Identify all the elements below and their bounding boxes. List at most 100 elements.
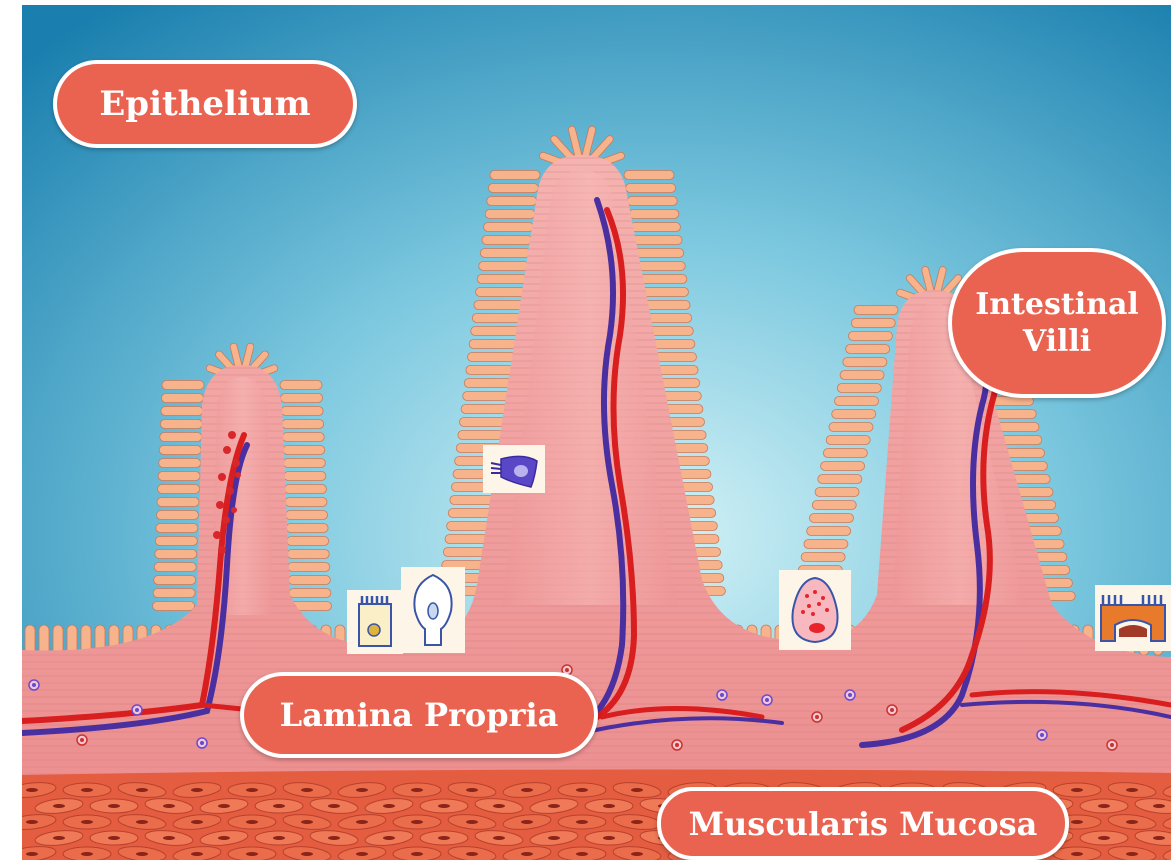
microvillus	[157, 498, 199, 507]
microvillus	[484, 223, 534, 232]
muscle-cell-nucleus	[53, 836, 65, 840]
microvillus	[159, 446, 201, 455]
microvillus	[488, 184, 538, 193]
microvillus	[835, 397, 879, 406]
lamina-cell-nucleus	[200, 741, 204, 745]
epithelium-label: Epithelium	[53, 60, 357, 148]
muscle-cell-nucleus	[438, 836, 450, 840]
microvillus	[158, 485, 200, 494]
microvillus	[287, 537, 329, 546]
muscle-cell-nucleus	[136, 852, 148, 856]
microvillus	[801, 553, 845, 562]
muscle-cell-nucleus	[246, 852, 258, 856]
microvillus	[490, 171, 540, 180]
microvillus	[832, 410, 876, 419]
muscle-cell-nucleus	[356, 852, 368, 856]
microvillus	[284, 472, 326, 481]
muscle-cell-nucleus	[466, 852, 478, 856]
microvillus	[627, 197, 677, 206]
muscle-cell-nucleus	[81, 852, 93, 856]
microvillus	[992, 410, 1036, 419]
muscle-cell-nucleus	[1071, 788, 1083, 792]
muscle-cell-nucleus	[163, 804, 175, 808]
microvillus	[479, 262, 529, 271]
muscle-cell-nucleus	[301, 788, 313, 792]
muscle-cell-nucleus	[108, 836, 120, 840]
muscle-cell-nucleus	[493, 804, 505, 808]
lamina-cell-nucleus	[815, 715, 819, 719]
muscle-cell-nucleus	[466, 820, 478, 824]
microvillus	[846, 345, 890, 354]
muscle-cell-nucleus	[328, 836, 340, 840]
microvillus	[630, 223, 680, 232]
microvillus	[851, 319, 895, 328]
microvillus	[635, 262, 685, 271]
microvillus	[159, 459, 201, 468]
muscle-cell-nucleus	[603, 836, 615, 840]
microvillus	[160, 433, 202, 442]
muscle-cell-nucleus	[218, 836, 230, 840]
muscle-cell-nucleus	[383, 836, 395, 840]
microvillus	[153, 602, 195, 611]
goblet-cell-icon	[401, 567, 465, 653]
microvillus	[629, 210, 679, 219]
microvillus	[480, 249, 530, 258]
microvillus	[848, 332, 892, 341]
muscle-cell-nucleus	[1126, 852, 1138, 856]
microvillus	[156, 524, 198, 533]
lamina-cell-nucleus	[1110, 743, 1114, 747]
muscle-cell-nucleus	[1098, 804, 1110, 808]
microvillus	[474, 301, 524, 310]
microvillus	[476, 288, 526, 297]
muscle-cell-nucleus	[1126, 820, 1138, 824]
microvillus	[284, 485, 326, 494]
muscle-cell-nucleus	[576, 788, 588, 792]
microvillus	[286, 511, 328, 520]
microvillus	[288, 576, 330, 585]
microvillus	[283, 459, 325, 468]
microvillus	[463, 392, 513, 401]
microvillus	[854, 306, 898, 315]
muscle-cell-nucleus	[191, 788, 203, 792]
intestinal-villi-line1: Intestinal	[975, 286, 1139, 324]
microvillus	[469, 340, 519, 349]
muscle-cell-nucleus	[218, 804, 230, 808]
microvillus	[286, 524, 328, 533]
microvillus	[285, 498, 327, 507]
microvillus	[156, 511, 198, 520]
microvillus	[283, 446, 325, 455]
muscle-cell-nucleus	[548, 804, 560, 808]
microvillus	[288, 563, 330, 572]
muscle-cell-nucleus	[411, 820, 423, 824]
microvillus	[624, 171, 674, 180]
muscle-cell-nucleus	[356, 788, 368, 792]
muscle-cell-nucleus	[328, 804, 340, 808]
muscularis-mucosa-label-text: Muscularis Mucosa	[689, 804, 1038, 844]
microvillus	[282, 420, 324, 429]
microvillus	[155, 537, 197, 546]
muscle-cell-nucleus	[1098, 836, 1110, 840]
lamina-cell-nucleus	[765, 698, 769, 702]
muscle-cell-nucleus	[136, 788, 148, 792]
microvillus	[485, 210, 535, 219]
lamina-propria-label: Lamina Propria	[240, 672, 598, 758]
microvillus	[837, 384, 881, 393]
microvillus	[812, 501, 856, 510]
muscle-cell-nucleus	[1126, 788, 1138, 792]
muscle-cell-nucleus	[26, 852, 38, 856]
microvillus	[840, 371, 884, 380]
muscle-cell-nucleus	[493, 836, 505, 840]
microvillus	[154, 563, 196, 572]
lamina-cell-nucleus	[565, 668, 569, 672]
muscle-cell-nucleus	[191, 820, 203, 824]
microvillus	[472, 314, 522, 323]
lamina-cell-nucleus	[675, 743, 679, 747]
microvillus	[466, 366, 516, 375]
microvillus	[461, 405, 511, 414]
lamina-cell-nucleus	[848, 693, 852, 697]
microvillus	[829, 423, 873, 432]
muscle-cell-nucleus	[81, 788, 93, 792]
muscle-cell-nucleus	[438, 804, 450, 808]
microvillus	[487, 197, 537, 206]
m-cell-icon	[1095, 585, 1171, 651]
